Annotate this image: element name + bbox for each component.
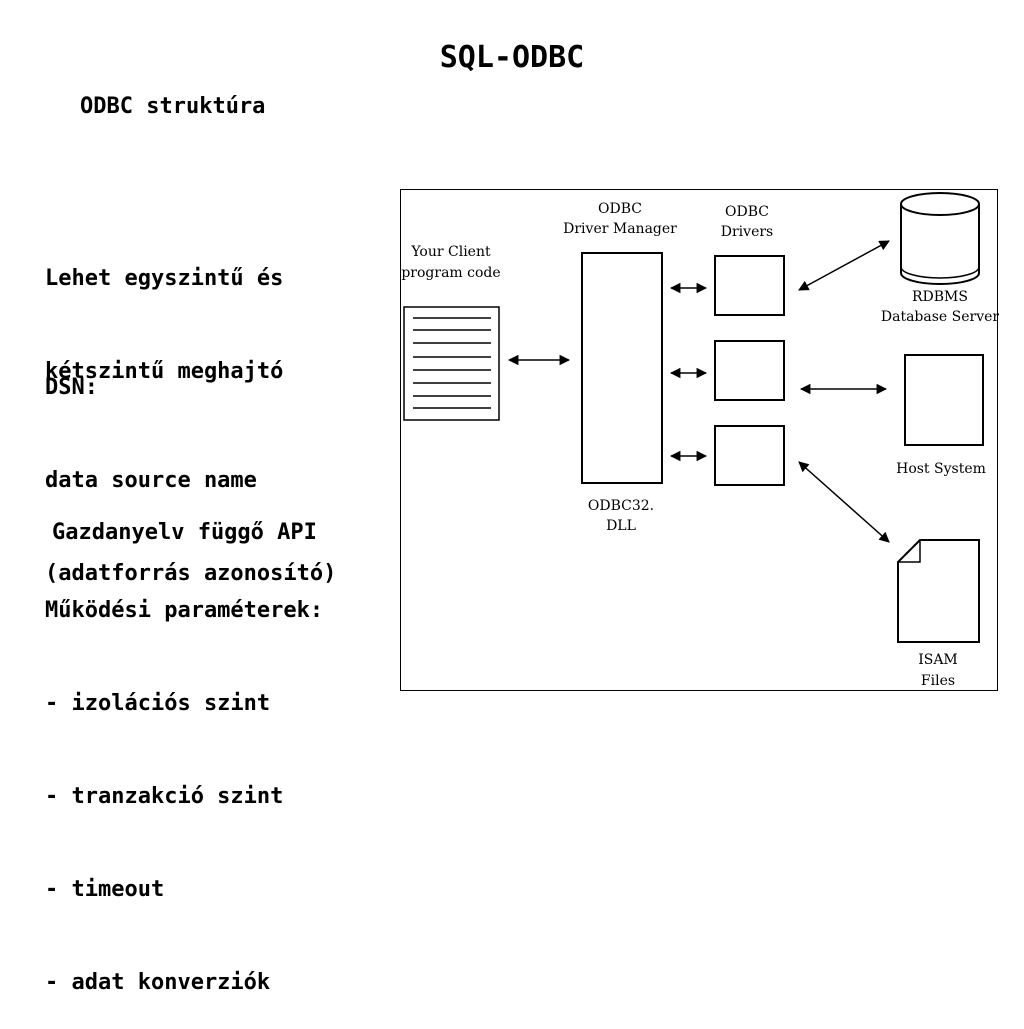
client-code-icon xyxy=(403,306,500,421)
bullet-line: DSN: xyxy=(45,375,98,400)
driver-box-3 xyxy=(714,425,785,486)
bullet-line: data source name xyxy=(45,468,257,493)
drivers-label-1: ODBC xyxy=(725,204,769,220)
rdbms-label-2: Database Server xyxy=(881,309,999,325)
arrow-driver-isam xyxy=(798,461,890,543)
arrow-driver-rdbms xyxy=(798,240,890,291)
bullet-host-api: Gazdanyelv függő API xyxy=(52,455,317,579)
host-system-label: Host System xyxy=(896,461,986,477)
client-label-1: Your Client xyxy=(410,244,491,260)
drivers-label-2: Drivers xyxy=(721,224,773,240)
bullet-line: - tranzakció szint xyxy=(45,784,284,809)
manager-label-2: Driver Manager xyxy=(563,221,677,237)
isam-label-1: ISAM xyxy=(918,652,958,668)
bullet-dsn: DSN: data source name (adatforrás azonos… xyxy=(45,310,336,620)
client-label-2: program code xyxy=(401,265,500,281)
bullet-line: Gazdanyelv függő API xyxy=(52,520,317,545)
bullet-line: Működési paraméterek: xyxy=(45,598,324,623)
diagram-canvas: Your Client program code ODBC Driver Man… xyxy=(401,192,999,689)
bullet-parameters: Működési paraméterek: - izolációs szint … xyxy=(45,533,323,1029)
database-cylinder-icon xyxy=(900,192,980,285)
slide-title: SQL-ODBC xyxy=(439,40,585,75)
bullet-line: - timeout xyxy=(45,877,165,902)
bullet-line: Lehet egyszintű és xyxy=(45,266,284,291)
bullet-line: kétszintű meghajtó xyxy=(45,359,284,384)
bullet-line: - izolációs szint xyxy=(45,691,271,716)
driver-box-1 xyxy=(714,255,785,316)
isam-label-2: Files xyxy=(921,673,955,689)
driver-box-2 xyxy=(714,340,785,401)
bullet-line: (adatforrás azonosító) xyxy=(45,561,337,586)
manager-dll-label-1: ODBC32. xyxy=(588,498,654,514)
bullet-line: - adat konverziók xyxy=(45,970,271,995)
rdbms-label-1: RDBMS xyxy=(912,289,968,305)
host-system-box xyxy=(904,354,984,446)
driver-manager-box xyxy=(581,252,663,484)
slide-subtitle: ODBC struktúra xyxy=(80,94,266,119)
manager-dll-label-2: DLL xyxy=(606,518,636,534)
bullet-driver-levels: Lehet egyszintű és kétszintű meghajtó xyxy=(45,201,283,418)
manager-label-1: ODBC xyxy=(598,201,642,217)
odbc-architecture-diagram: Your Client program code ODBC Driver Man… xyxy=(400,189,999,691)
file-icon xyxy=(897,539,980,643)
